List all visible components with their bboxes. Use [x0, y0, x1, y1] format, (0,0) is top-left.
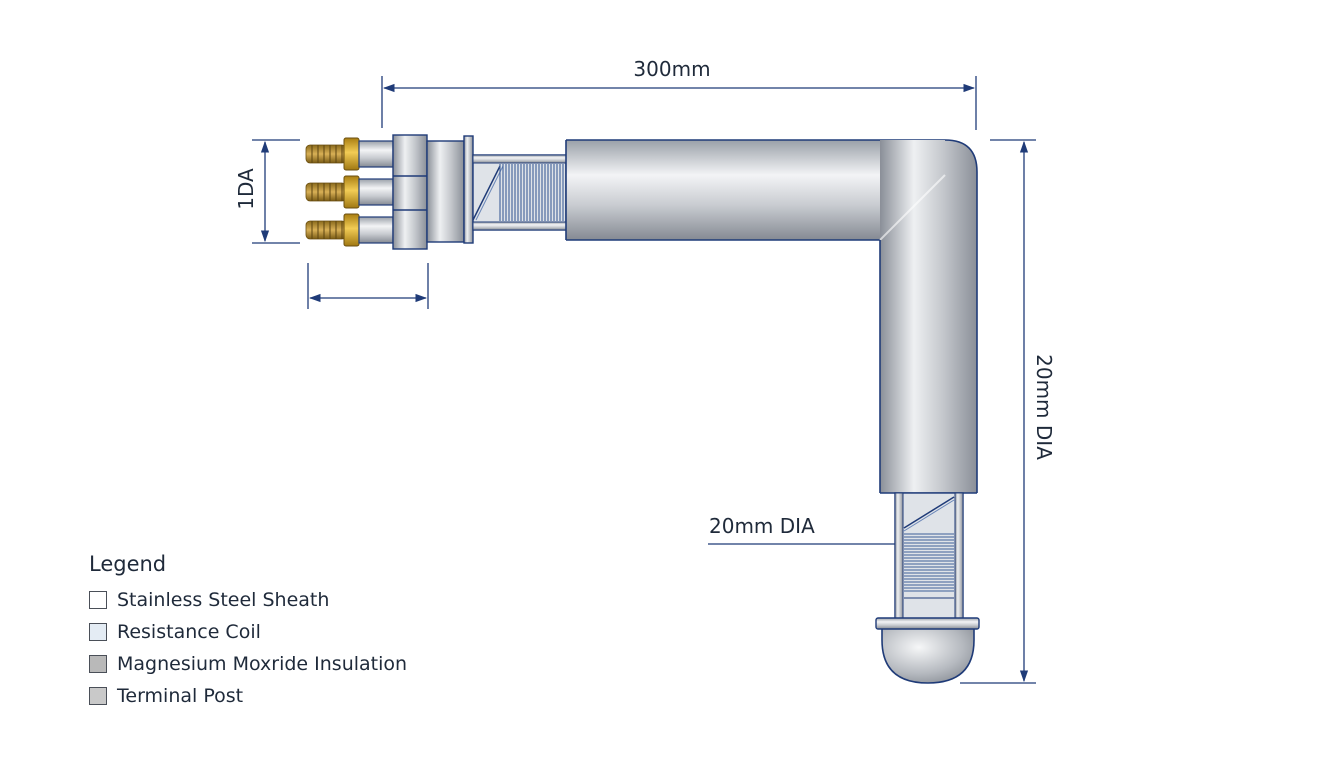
end-cap — [875, 617, 980, 684]
terminal-post-middle — [305, 175, 394, 209]
terminal-posts — [305, 137, 394, 247]
dimension-terminal-height — [252, 139, 300, 244]
resistance-coil-horizontal — [499, 164, 564, 221]
legend-item-terminal: Terminal Post — [89, 680, 407, 712]
dimension-top-label: 300mm — [633, 57, 710, 81]
dimension-top-length — [381, 76, 977, 130]
vertical-coil-section — [894, 492, 964, 621]
legend-label-sheath: Stainless Steel Sheath — [117, 589, 330, 611]
legend-item-coil: Resistance Coil — [89, 616, 407, 648]
legend-label-coil: Resistance Coil — [117, 621, 261, 643]
legend-label-insulation: Magnesium Moxride Insulation — [117, 653, 408, 675]
legend-swatch-insulation — [89, 655, 107, 673]
legend-swatch-sheath — [89, 591, 107, 609]
dimension-terminal-width — [307, 263, 429, 309]
sheath-horizontal — [565, 139, 945, 241]
legend-swatch-coil — [89, 623, 107, 641]
legend-item-insulation: Magnesium Moxride Insulation — [89, 648, 407, 680]
terminal-block — [392, 134, 474, 250]
legend-item-sheath: Stainless Steel Sheath — [89, 584, 407, 616]
dimension-right-label: 20mm DIA — [1032, 354, 1056, 460]
horizontal-coil-section — [472, 154, 567, 231]
dimension-bottom-label: 20mm DIA — [709, 514, 815, 538]
legend-label-terminal: Terminal Post — [117, 685, 244, 707]
terminal-post-top — [305, 137, 394, 171]
sheath-vertical — [879, 172, 978, 494]
dimension-right-height — [960, 139, 1036, 684]
dimension-terminal-label: 1DA — [234, 168, 258, 210]
legend: Legend Stainless Steel Sheath Resistance… — [89, 552, 407, 712]
resistance-coil-vertical — [904, 533, 954, 592]
legend-swatch-terminal — [89, 687, 107, 705]
terminal-post-bottom — [305, 213, 394, 247]
sheath-elbow — [879, 139, 978, 241]
legend-title: Legend — [89, 552, 167, 576]
